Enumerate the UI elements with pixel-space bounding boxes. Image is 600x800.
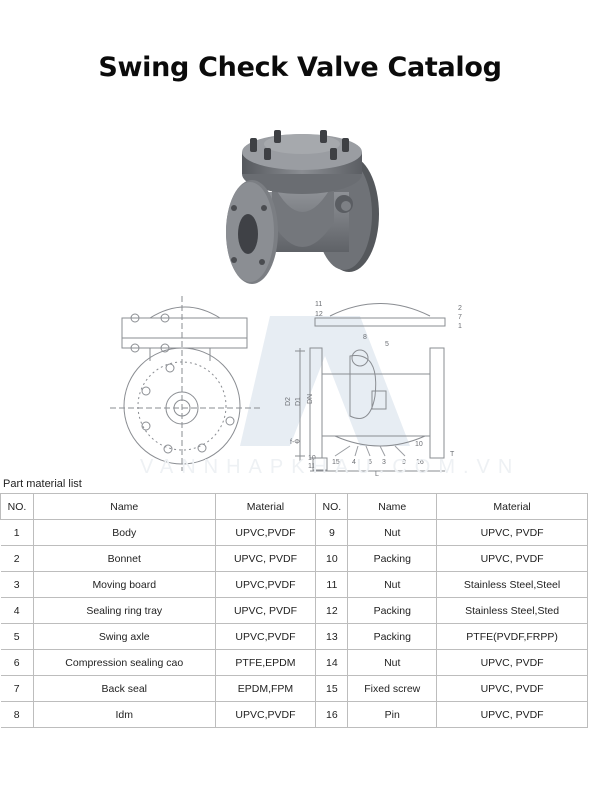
cell-no-2: 11 xyxy=(315,571,349,598)
svg-text:9: 9 xyxy=(402,459,406,466)
parts-table-caption: Part material list xyxy=(3,478,82,490)
cell-no-2: 9 xyxy=(315,519,349,546)
svg-text:1: 1 xyxy=(458,323,462,330)
cell-material: UPVC, PVDF xyxy=(214,545,317,572)
table-row: 5 Swing axle UPVC,PVDF 13 Packing PTFE(P… xyxy=(0,623,588,650)
cell-name: Moving board xyxy=(32,571,216,598)
cell-no: 4 xyxy=(0,597,34,624)
table-row: 3 Moving board UPVC,PVDF 11 Nut Stainles… xyxy=(0,571,588,598)
cell-material-2: PTFE(PVDF,FRPP) xyxy=(436,623,588,650)
header-name: Name xyxy=(32,493,216,520)
cell-name-2: Fixed screw xyxy=(347,675,438,702)
cell-name-2: Nut xyxy=(347,519,438,546)
cell-no: 6 xyxy=(0,649,34,676)
cell-no: 7 xyxy=(0,675,34,702)
svg-text:L: L xyxy=(375,471,379,478)
cell-material: UPVC,PVDF xyxy=(214,623,317,650)
cell-name: Sealing ring tray xyxy=(32,597,216,624)
valve-product-photo xyxy=(226,130,379,284)
cell-name-2: Packing xyxy=(347,597,438,624)
table-row: 7 Back seal EPDM,FPM 15 Fixed screw UPVC… xyxy=(0,675,588,702)
cell-material: UPVC, PVDF xyxy=(214,597,317,624)
cell-no-2: 14 xyxy=(315,649,349,676)
cell-no-2: 13 xyxy=(315,623,349,650)
cell-name-2: Nut xyxy=(347,571,438,598)
cell-no: 8 xyxy=(0,701,34,728)
svg-text:10: 10 xyxy=(415,441,423,448)
cell-material: UPVC,PVDF xyxy=(214,571,317,598)
header-name-2: Name xyxy=(347,493,438,520)
cell-material-2: UPVC, PVDF xyxy=(436,545,588,572)
table-row: 6 Compression sealing cao PTFE,EPDM 14 N… xyxy=(0,649,588,676)
cell-material-2: UPVC, PVDF xyxy=(436,649,588,676)
parts-material-table: NO. Name Material NO. Name Material 1 Bo… xyxy=(0,493,588,728)
svg-text:D1: D1 xyxy=(295,397,302,406)
cell-material: PTFE,EPDM xyxy=(214,649,317,676)
table-row: 2 Bonnet UPVC, PVDF 10 Packing UPVC, PVD… xyxy=(0,545,588,572)
cell-name-2: Pin xyxy=(347,701,438,728)
svg-text:11: 11 xyxy=(315,301,322,308)
watermark: VANNHAPKHAU.COM.VN xyxy=(140,456,521,478)
svg-text:6: 6 xyxy=(368,459,372,466)
cell-material: UPVC,PVDF xyxy=(214,519,317,546)
cell-no-2: 15 xyxy=(315,675,349,702)
cell-material-2: UPVC, PVDF xyxy=(436,519,588,546)
cell-name-2: Nut xyxy=(347,649,438,676)
cell-name: Compression sealing cao xyxy=(32,649,216,676)
table-row: 1 Body UPVC,PVDF 9 Nut UPVC, PVDF xyxy=(0,519,588,546)
table-row: 8 Idm UPVC,PVDF 16 Pin UPVC, PVDF xyxy=(0,701,588,728)
svg-text:15: 15 xyxy=(332,459,340,466)
cell-material: EPDM,FPM xyxy=(214,675,317,702)
svg-text:2: 2 xyxy=(458,305,462,312)
header-material: Material xyxy=(214,493,317,520)
page-title: Swing Check Valve Catalog xyxy=(98,52,502,83)
cell-name: Bonnet xyxy=(32,545,216,572)
svg-text:8: 8 xyxy=(363,334,367,341)
cell-name-2: Packing xyxy=(347,545,438,572)
cell-no-2: 12 xyxy=(315,597,349,624)
svg-text:16: 16 xyxy=(416,459,424,466)
cell-no: 5 xyxy=(0,623,34,650)
valve-technical-drawing: 11 12 2 7 1 8 5 15 4 6 3 9 16 10 D2 D1 DN L Tf-Φ 10… xyxy=(110,296,462,478)
svg-text:5: 5 xyxy=(385,341,389,348)
svg-text:10: 10 xyxy=(308,455,316,462)
cell-name: Idm xyxy=(32,701,216,728)
header-material-2: Material xyxy=(436,493,588,520)
cell-no: 2 xyxy=(0,545,34,572)
cell-material-2: UPVC, PVDF xyxy=(436,701,588,728)
svg-text:12: 12 xyxy=(315,311,323,318)
cell-material-2: UPVC, PVDF xyxy=(436,675,588,702)
cell-no: 1 xyxy=(0,519,34,546)
header-no-2: NO. xyxy=(315,493,349,520)
cell-name: Back seal xyxy=(32,675,216,702)
table-header-row: NO. Name Material NO. Name Material xyxy=(0,493,588,520)
svg-text:DN: DN xyxy=(307,394,314,404)
svg-text:7: 7 xyxy=(458,314,462,321)
svg-text:T: T xyxy=(450,451,455,458)
cell-no: 3 xyxy=(0,571,34,598)
cell-material-2: Stainless Steel,Steel xyxy=(436,571,588,598)
header-no: NO. xyxy=(0,493,34,520)
svg-text:f-Φ: f-Φ xyxy=(290,439,300,446)
svg-text:11: 11 xyxy=(308,463,315,470)
svg-text:D2: D2 xyxy=(285,397,292,406)
cell-name: Body xyxy=(32,519,216,546)
cell-no-2: 16 xyxy=(315,701,349,728)
svg-text:3: 3 xyxy=(382,459,386,466)
cell-material-2: Stainless Steel,Sted xyxy=(436,597,588,624)
cell-no-2: 10 xyxy=(315,545,349,572)
cell-name: Swing axle xyxy=(32,623,216,650)
table-row: 4 Sealing ring tray UPVC, PVDF 12 Packin… xyxy=(0,597,588,624)
cell-name-2: Packing xyxy=(347,623,438,650)
cell-material: UPVC,PVDF xyxy=(214,701,317,728)
svg-text:4: 4 xyxy=(352,459,356,466)
